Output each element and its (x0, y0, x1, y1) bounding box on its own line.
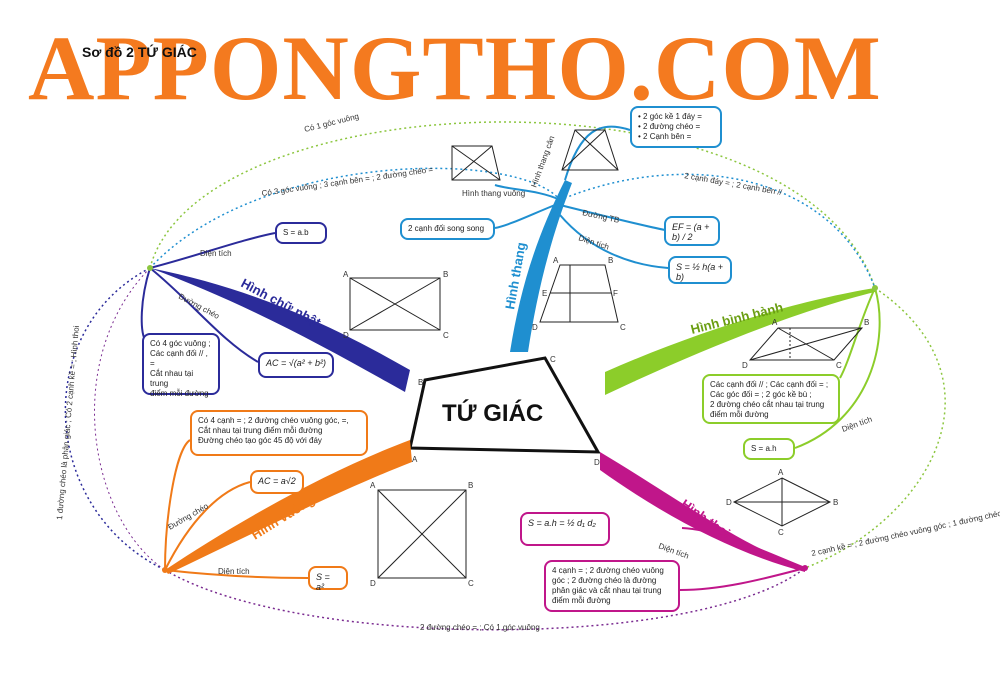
connector-top-curve (149, 121, 876, 289)
connector-upper-left-curve (149, 167, 561, 269)
rhombus-area-box: S = a.h = ½ d₁ d₂ (520, 512, 610, 546)
rhombus-area-link (681, 527, 806, 569)
square-fig-b: B (468, 481, 473, 490)
trap-right-label: Hình thang vuông (462, 189, 525, 198)
trap-right-link (494, 184, 561, 201)
para-area-link (794, 287, 881, 449)
para-area-box: S = a.h (743, 438, 795, 460)
rect-area-label: Diện tích (200, 249, 232, 258)
node-dot-right (872, 285, 878, 291)
page-title: Sơ đồ 2 TỨ GIÁC (82, 44, 197, 60)
parallelogram-figure (748, 327, 864, 361)
connector-bottom-curve (164, 567, 806, 631)
rhombus-fig-b: B (833, 498, 838, 507)
center-label: TỨ GIÁC (442, 400, 544, 427)
square-area-box: S = a² (308, 566, 348, 592)
trap-def-link (494, 204, 556, 229)
rect-diagonal-label: Đường chéo (177, 292, 221, 321)
trap-midline-link (559, 204, 666, 231)
square-area-link (164, 569, 309, 579)
rectangle-figure (349, 277, 441, 331)
rhombus-properties-box: 4 cạnh = ; 2 đường chéo vuông góc ; 2 đư… (544, 560, 680, 612)
trapezoid-figure (539, 264, 619, 323)
square-figure (377, 489, 467, 579)
square-fig-d: D (370, 579, 376, 588)
node-dot-bottom-right (802, 565, 808, 571)
rect-diagonal-link (149, 267, 259, 363)
isosceles-trapezoid-figure (561, 129, 619, 171)
connector-top-right-text: 2 cạnh đáy = ; 2 cạnh bên // (684, 171, 784, 197)
rhombus-area-label: Diện tích (657, 541, 690, 560)
rect-props-link (140, 267, 151, 341)
para-fig-c: C (836, 361, 842, 370)
branch-parallelogram (605, 288, 875, 395)
trap-fig-c: C (620, 323, 626, 332)
watermark: APPONGTHO.COM (28, 17, 882, 119)
rhombus-fig-c: C (778, 528, 784, 537)
branch-square (165, 440, 412, 574)
connector-left-text: 1 đường chéo là phân giác ; Có 2 cạnh kề… (55, 325, 81, 520)
square-area-label: Diện tích (218, 567, 250, 576)
square-diagonal-link (164, 481, 251, 571)
square-props-link (164, 439, 191, 571)
para-fig-d: D (742, 361, 748, 370)
center-vertex-d: D (594, 458, 600, 467)
rhombus-props-link (679, 567, 806, 591)
rhombus-fig-a: A (778, 468, 784, 477)
rect-fig-d: D (343, 331, 349, 340)
square-diagonal-box: AC = a√2 (250, 470, 304, 494)
square-diagonal-label: Đường chéo (167, 501, 211, 531)
connector-right-curve (804, 287, 946, 569)
connector-bottom-text: 2 đường chéo = ; Có 1 góc vuông (420, 623, 540, 632)
trap-fig-d: D (532, 323, 538, 332)
connector-upper-left-text: Có 3 góc vuông ; 3 cạnh bên = ; 2 đường … (261, 165, 434, 198)
trap-iso-label: Hình thang cân (529, 135, 556, 189)
trap-fig-f: F (613, 289, 618, 298)
connector-top-right-curve (559, 173, 876, 289)
connector-left-curve (64, 267, 166, 571)
trap-fig-e: E (542, 289, 547, 298)
square-properties-box: Có 4 cạnh = ; 2 đường chéo vuông góc, =,… (190, 410, 368, 456)
right-trapezoid-figure (451, 145, 501, 181)
trap-definition-box: 2 cạnh đối song song (400, 218, 495, 240)
rhombus-fig-d: D (726, 498, 732, 507)
trap-area-link (559, 214, 669, 269)
trap-area-box: S = ½ h(a + b) (668, 256, 732, 284)
para-fig-b: B (864, 318, 869, 327)
rect-fig-c: C (443, 331, 449, 340)
trap-area-label: Diện tích (577, 233, 610, 251)
rect-fig-a: A (343, 270, 349, 279)
rhombus-figure (732, 477, 832, 527)
square-fig-c: C (468, 579, 474, 588)
trap-fig-b: B (608, 256, 613, 265)
rect-fig-b: B (443, 270, 448, 279)
connector-right-text: 2 cạnh kề = ; 2 đường chéo vuông góc ; 1… (811, 499, 1000, 558)
rect-diagonal-box: AC = √(a² + b²) (258, 352, 334, 378)
para-fig-a: A (772, 318, 778, 327)
node-dot-bottom-left (162, 567, 168, 573)
connector-left-curve-2 (94, 267, 166, 571)
rect-properties-box: Có 4 góc vuông ; Các cạnh đối // , = Cắt… (142, 333, 220, 398)
center-vertex-a: A (412, 455, 418, 464)
trap-midline-box: EF = (a + b) / 2 (664, 216, 720, 246)
trap-fig-a: A (553, 256, 559, 265)
trap-midline-label: Đường TB (582, 208, 621, 225)
trap-isosceles-box: • 2 góc kề 1 đáy = • 2 đường chéo = • 2 … (630, 106, 722, 148)
para-properties-box: Các cạnh đối // ; Các cạnh đối = ; Các g… (702, 374, 840, 424)
branch-rectangle (150, 268, 410, 392)
center-vertex-c: C (550, 355, 556, 364)
node-dot-left (147, 265, 153, 271)
square-fig-a: A (370, 481, 376, 490)
trap-iso-link (564, 125, 631, 181)
para-props-link (839, 287, 876, 379)
rect-area-link (149, 232, 276, 269)
para-area-label: Diện tích (841, 415, 874, 434)
branch-trapezoid (510, 180, 572, 352)
rect-area-box: S = a.b (275, 222, 327, 244)
center-quadrilateral (408, 356, 601, 454)
center-vertex-b: B (418, 378, 423, 387)
